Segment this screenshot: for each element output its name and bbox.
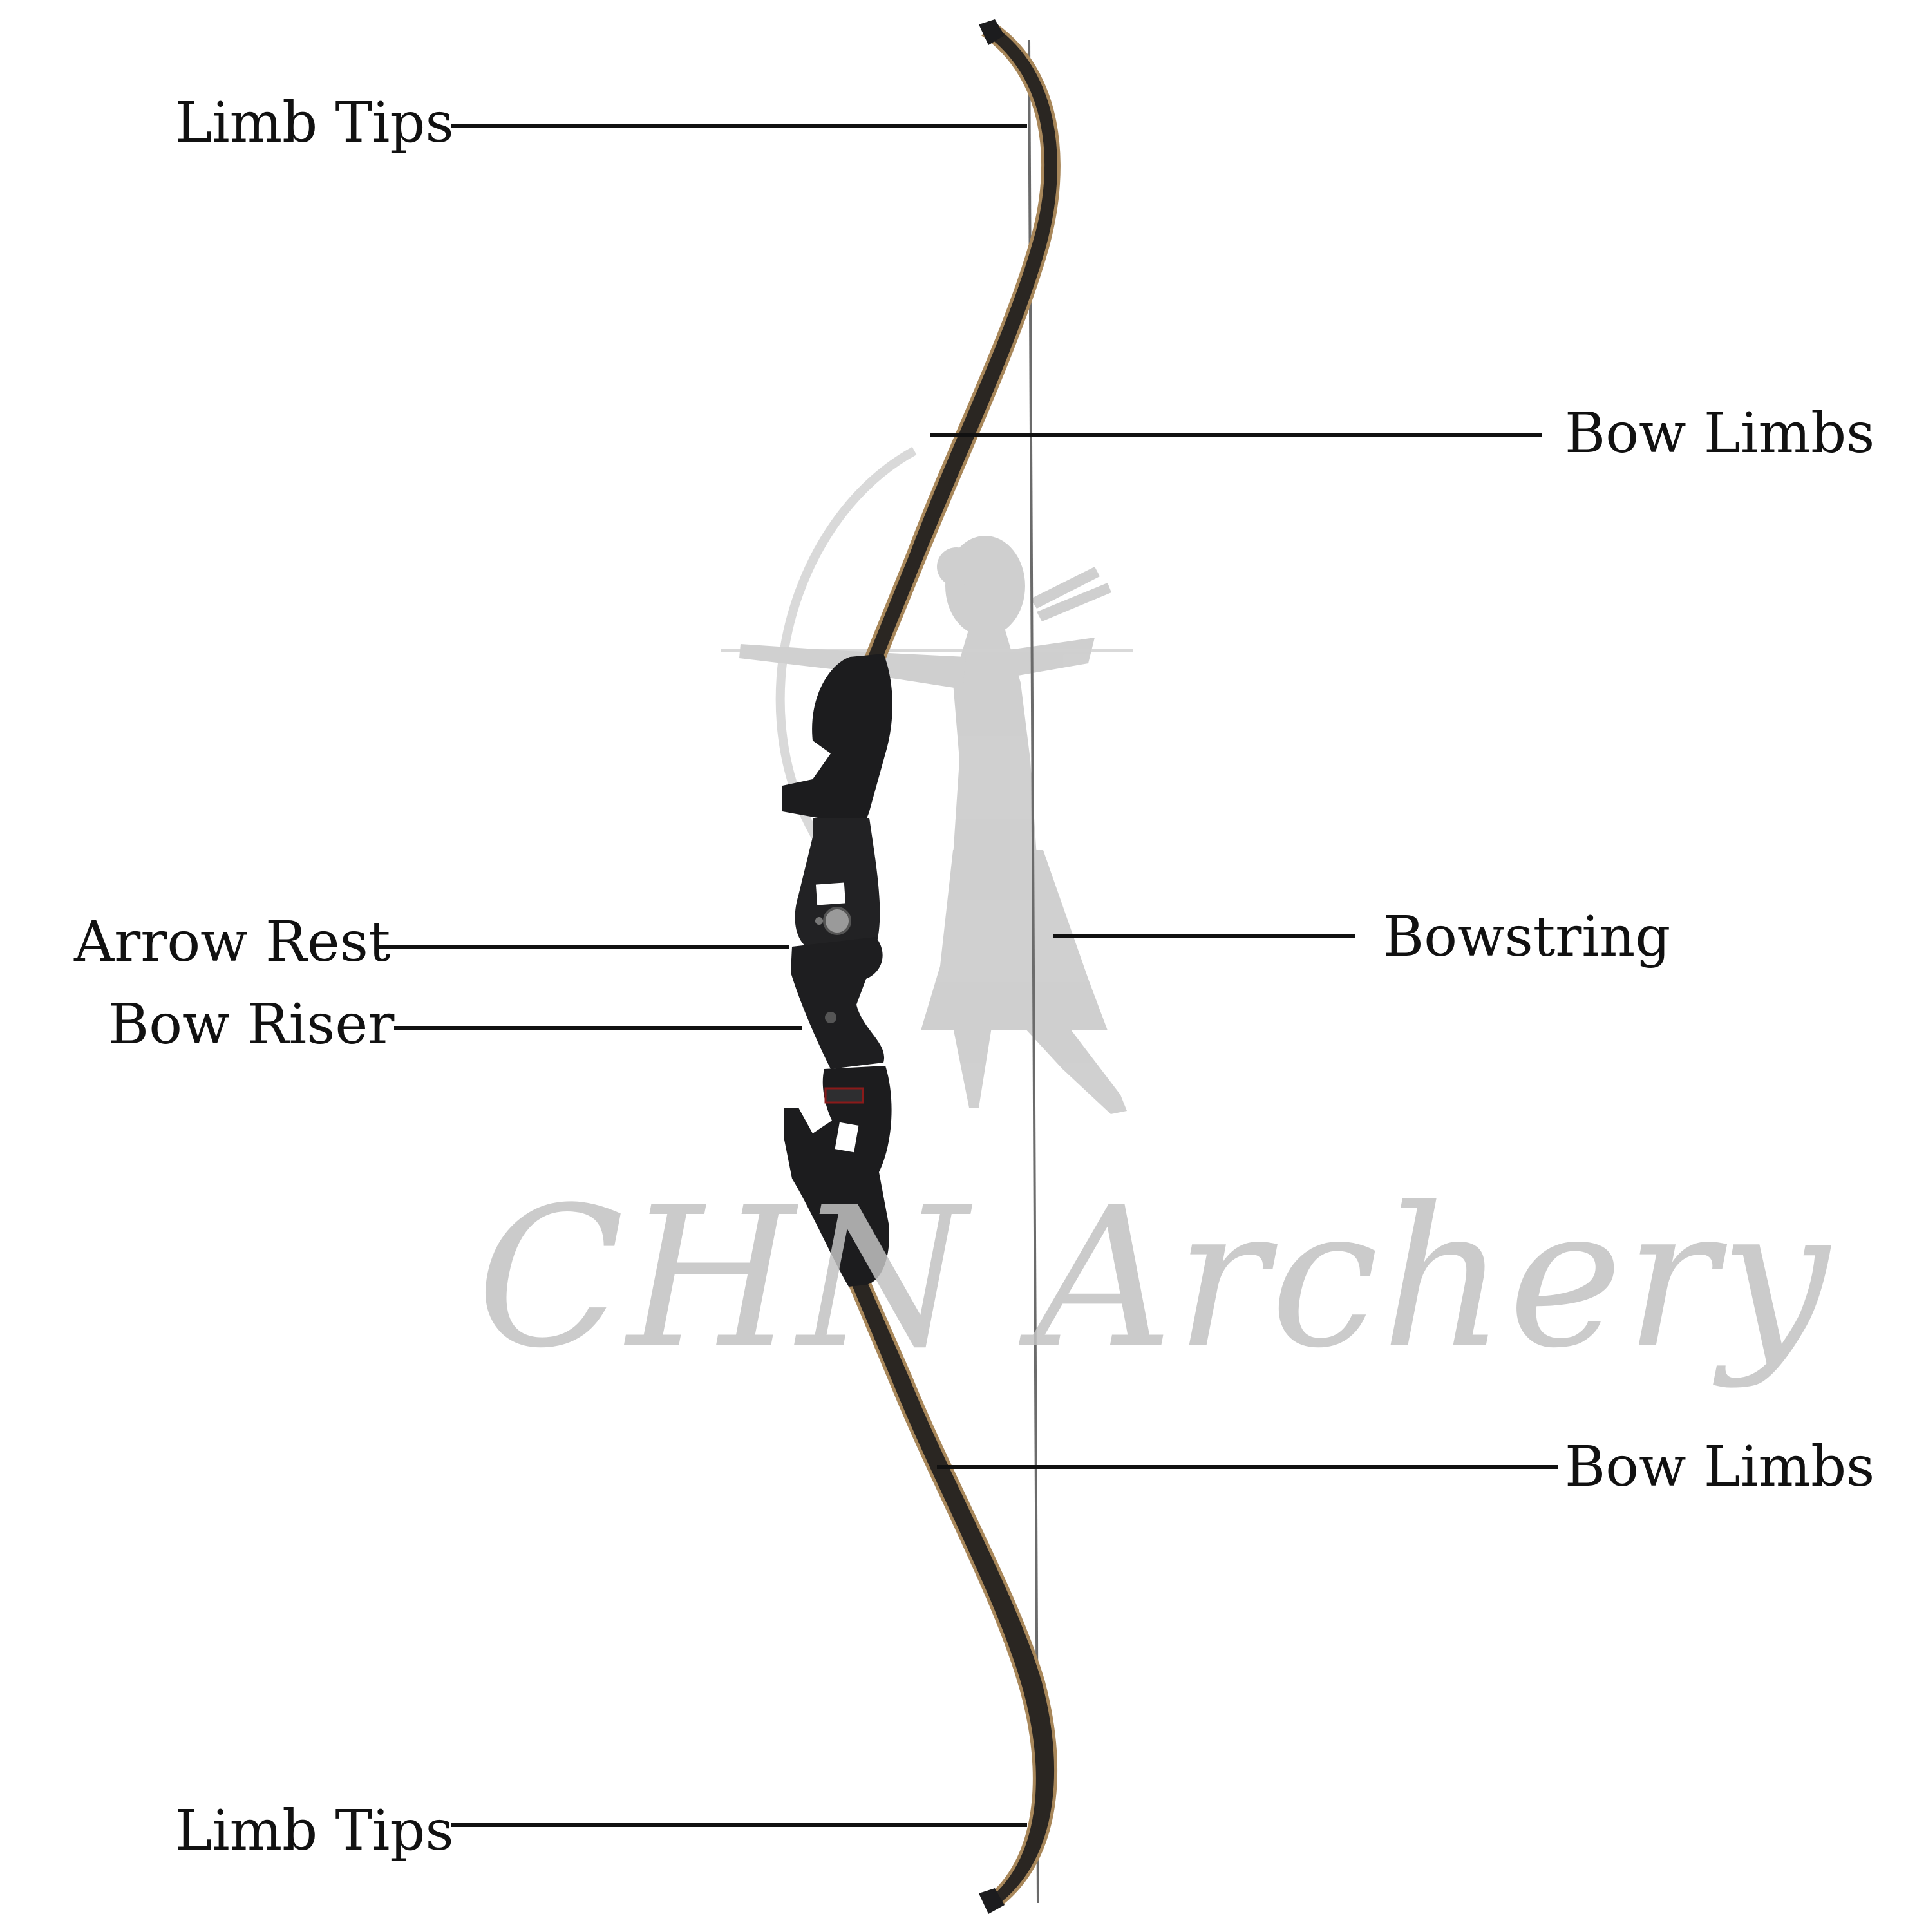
label-bowstring: Bowstring <box>1383 905 1671 969</box>
label-limb-tips-top: Limb Tips <box>175 91 454 155</box>
plunger-icon <box>823 907 851 935</box>
label-arrow-rest: Arrow Rest <box>74 910 391 974</box>
label-bow-limbs-top: Bow Limbs <box>1565 401 1875 466</box>
screw-icon <box>815 917 823 925</box>
label-bow-riser: Bow Riser <box>108 992 395 1057</box>
upper-limb <box>864 23 1061 666</box>
lower-limb-tip <box>979 1888 1005 1914</box>
upper-limb-tip <box>979 19 1005 45</box>
sight-window-cutout <box>815 882 846 905</box>
label-limb-tips-bottom: Limb Tips <box>175 1799 454 1863</box>
grip-screw-icon <box>825 1012 836 1023</box>
bow-riser-grip <box>791 937 885 1069</box>
watermark-logo: CHN Archery <box>477 1166 1832 1390</box>
lower-window-cutout <box>835 1122 859 1153</box>
label-bow-limbs-bottom: Bow Limbs <box>1565 1435 1875 1499</box>
brand-badge-icon <box>824 1087 864 1104</box>
bow-riser-lower <box>784 1066 892 1287</box>
bow-riser-body <box>782 654 892 832</box>
bowstring-line <box>1028 39 1039 1904</box>
